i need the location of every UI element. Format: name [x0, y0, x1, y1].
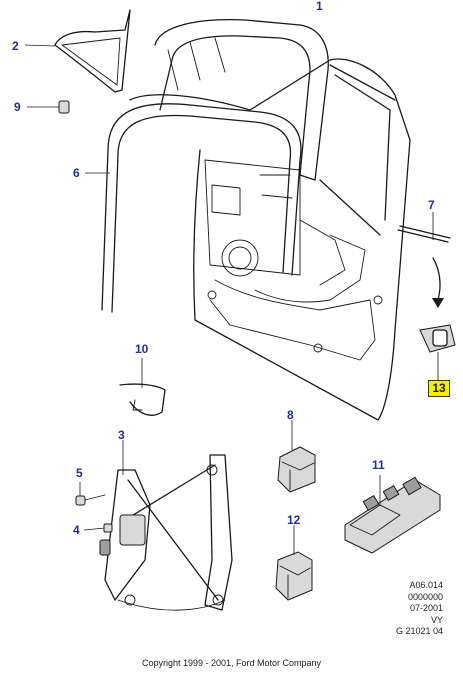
callout-7: 7 [428, 198, 435, 212]
reference-code-line: 07-2001 [409, 603, 443, 613]
switch-part [419, 324, 456, 380]
callout-1: 1 [316, 0, 323, 13]
door-glass-part [154, 19, 329, 181]
callout-5: 5 [76, 466, 83, 480]
callout-8: 8 [287, 408, 294, 422]
callout-6: 6 [73, 166, 80, 180]
callout-3: 3 [118, 428, 125, 442]
callout-4: 4 [73, 523, 80, 537]
switch-panel-part [344, 475, 441, 554]
quarter-glass-part [24, 9, 131, 93]
strap-part [119, 358, 166, 416]
callout-13: 13 [428, 380, 450, 397]
callout-12: 12 [287, 513, 301, 527]
belt-strip-part [397, 212, 451, 308]
reference-code-block: A06.014 0000000 07-2001 VY G 21021 04 [363, 580, 443, 638]
reference-code-line: VY [430, 614, 443, 625]
copyright-notice: Copyright 1999 - 2001, Ford Motor Compan… [141, 658, 322, 668]
callout-2: 2 [12, 39, 19, 53]
callout-11: 11 [372, 458, 385, 472]
reference-code-line: G 21021 04 [395, 626, 443, 636]
window-regulator-part [99, 440, 233, 611]
callout-10: 10 [135, 342, 149, 356]
clip-part [27, 100, 70, 114]
reference-code-line: A06.014 [409, 580, 443, 590]
bolt-part [83, 523, 113, 533]
handle-part-12 [275, 525, 313, 601]
reference-code-line: 0000000 [407, 591, 443, 602]
handle-part-8 [277, 420, 316, 493]
screw-part [75, 482, 106, 506]
callout-9: 9 [14, 100, 21, 114]
weatherstrip-part [85, 103, 302, 313]
door-shell-part [129, 58, 411, 421]
